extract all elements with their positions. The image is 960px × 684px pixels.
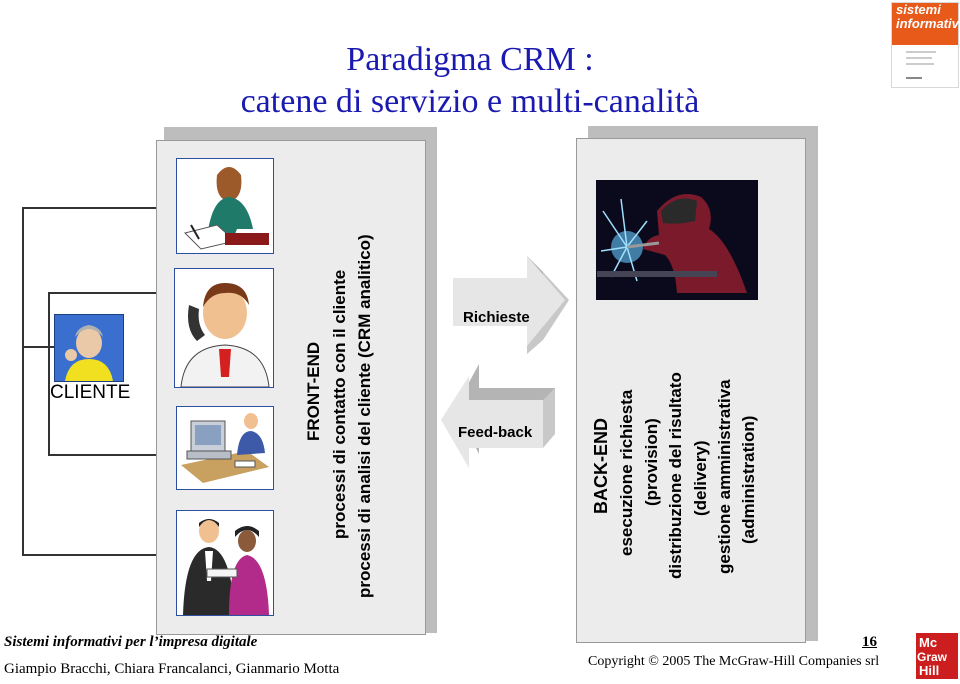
book-cover-thumbnail: sistemi informativi [891,2,960,88]
man-on-phone-icon [174,268,274,388]
client-label: CLIENTE [50,382,131,403]
client-photo [54,314,124,382]
footer-copyright: Copyright © 2005 The McGraw-Hill Compani… [588,654,880,669]
welder-icon [596,180,758,300]
feedback-arrow [441,364,555,468]
cover-title-line2: informativi [896,16,960,31]
connector-client-stub [22,346,54,348]
front-end-heading: FRONT-END [304,341,323,441]
woman-writing-icon [176,158,274,254]
back-end-line2: (provision) [642,418,661,506]
footer-authors: Giampio Bracchi, Chiara Francalanci, Gia… [4,661,340,677]
connector-to-phone [48,292,174,294]
back-end-heading: BACK-END [591,418,611,514]
feedback-label: Feed-back [458,424,533,441]
connector-to-woman [22,207,177,209]
back-end-line5: gestione amministrativa [715,379,734,574]
publisher-logo: Mc Graw Hill [916,633,958,679]
back-end-line6: (administration) [739,415,758,544]
slide-title-line1: Paradigma CRM : [346,41,594,78]
back-end-line4: (delivery) [691,440,710,516]
cover-title-line1: sistemi [896,2,941,17]
page-number: 16 [862,634,877,650]
front-end-line1: processi di contatto con il cliente [330,269,349,539]
connector-trunk-inner [48,292,50,454]
connector-trunk [22,207,24,554]
connector-to-computer [48,454,174,456]
footer-book-title: Sistemi informativi per l’impresa digita… [4,634,258,650]
slide-title-line2: catene di servizio e multi-canalità [240,83,700,120]
svg-text:Mc: Mc [919,635,937,650]
back-end-line3: distribuzione del risultato [666,372,685,579]
connector-to-meeting [22,554,177,556]
back-end-line1: esecuzione richiesta [617,389,636,556]
business-meeting-icon [176,510,274,616]
front-end-line2: processi di analisi del cliente (CRM ana… [355,234,374,598]
requests-arrow [453,256,569,354]
requests-label: Richieste [463,309,530,326]
svg-text:Graw: Graw [917,650,948,664]
computer-workstation-icon [176,406,274,490]
svg-text:Hill: Hill [919,663,939,678]
